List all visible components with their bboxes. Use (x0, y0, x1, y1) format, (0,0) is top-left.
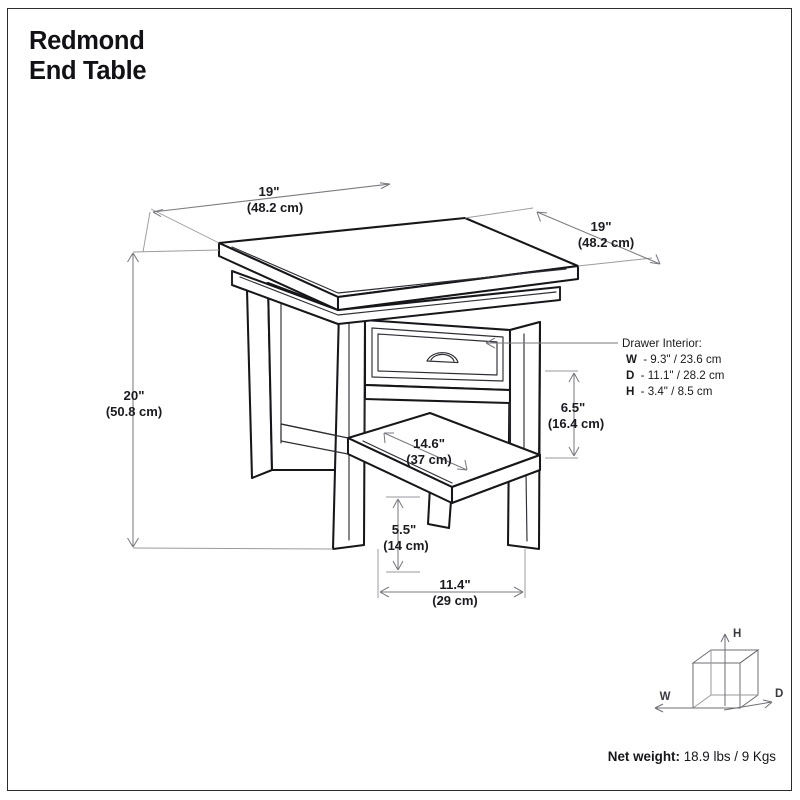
dimension-height: 20" (50.8 cm) (106, 249, 334, 550)
dimension-shelf-clearance-metric: (16.4 cm) (548, 416, 604, 431)
dimension-base-width: 11.4" (29 cm) (377, 549, 526, 608)
drawer-callout-row-w-key: W (626, 353, 637, 366)
net-weight-value: 18.9 lbs / 9 Kgs (683, 749, 776, 764)
drawer-interior-callout: Drawer Interior: W - 9.3" / 23.6 cm D - … (485, 337, 724, 398)
tabletop-moulding-line (239, 276, 557, 316)
drawer-callout-row-w-value: - 9.3" / 23.6 cm (643, 353, 721, 366)
dimension-shelf-depth: 14.6" (37 cm) (383, 432, 468, 471)
dimension-shelf-clearance-inches: 6.5" (561, 400, 586, 415)
dimension-base-width-metric: (29 cm) (432, 593, 478, 608)
drawer-callout-row-h: H - 3.4" / 8.5 cm (626, 385, 712, 398)
dimension-height-inches: 20" (124, 388, 145, 403)
dimension-top-left: 19" (48.2 cm) (142, 182, 391, 253)
dimension-shelf-clearance: 6.5" (16.4 cm) (545, 370, 604, 459)
lower-shelf-left-return (280, 423, 349, 455)
drawer-front-bevel (377, 333, 498, 376)
dimension-shelf-depth-metric: (37 cm) (406, 452, 452, 467)
drawer-callout-row-d-key: D (626, 369, 634, 382)
cube-legend-depth-label: D (775, 688, 783, 700)
dimension-floor-to-shelf: 5.5" (14 cm) (383, 496, 429, 573)
dimension-top-left-metric: (48.2 cm) (247, 200, 303, 215)
drawer-callout-title: Drawer Interior: (622, 337, 702, 350)
dimension-top-left-inches: 19" (259, 184, 280, 199)
dimension-height-metric: (50.8 cm) (106, 404, 162, 419)
drawer-front-panel (371, 327, 504, 382)
dimension-top-right-metric: (48.2 cm) (578, 235, 634, 250)
drawer-callout-row-h-key: H (626, 385, 634, 398)
dimension-floor-to-shelf-inches: 5.5" (392, 522, 417, 537)
product-name: Redmond (29, 27, 145, 55)
drawer-cup-pull-inner (430, 353, 455, 362)
dimension-shelf-depth-inches: 14.6" (413, 436, 445, 451)
cube-legend-height-label: H (733, 628, 741, 640)
drawer-callout-row-h-value: - 3.4" / 8.5 cm (641, 385, 713, 398)
cube-legend-icon: H W D (654, 628, 783, 713)
dimension-top-right: 19" (48.2 cm) (464, 207, 661, 267)
net-weight: Net weight: 18.9 lbs / 9 Kgs (608, 749, 776, 764)
lower-shelf-inner-line (362, 440, 453, 484)
drawer-callout-row-w: W - 9.3" / 23.6 cm (626, 353, 721, 366)
net-weight-label: Net weight: (607, 749, 680, 764)
cube-legend-width-label: W (660, 691, 671, 703)
dimension-floor-to-shelf-metric: (14 cm) (383, 538, 429, 553)
drawer-callout-row-d-value: - 11.1" / 28.2 cm (641, 369, 725, 382)
product-type: End Table (29, 56, 147, 85)
tabletop-inner-scribe (231, 246, 567, 294)
drawer-callout-row-d: D - 11.1" / 28.2 cm (626, 369, 724, 382)
dimension-base-width-inches: 11.4" (439, 577, 470, 592)
product-title: Redmond End Table (29, 27, 147, 87)
drawer-cup-pull-icon (426, 352, 459, 364)
dimension-top-right-inches: 19" (591, 219, 612, 234)
end-table-drawing (217, 216, 580, 551)
lower-shelf-right-edge (450, 453, 542, 505)
